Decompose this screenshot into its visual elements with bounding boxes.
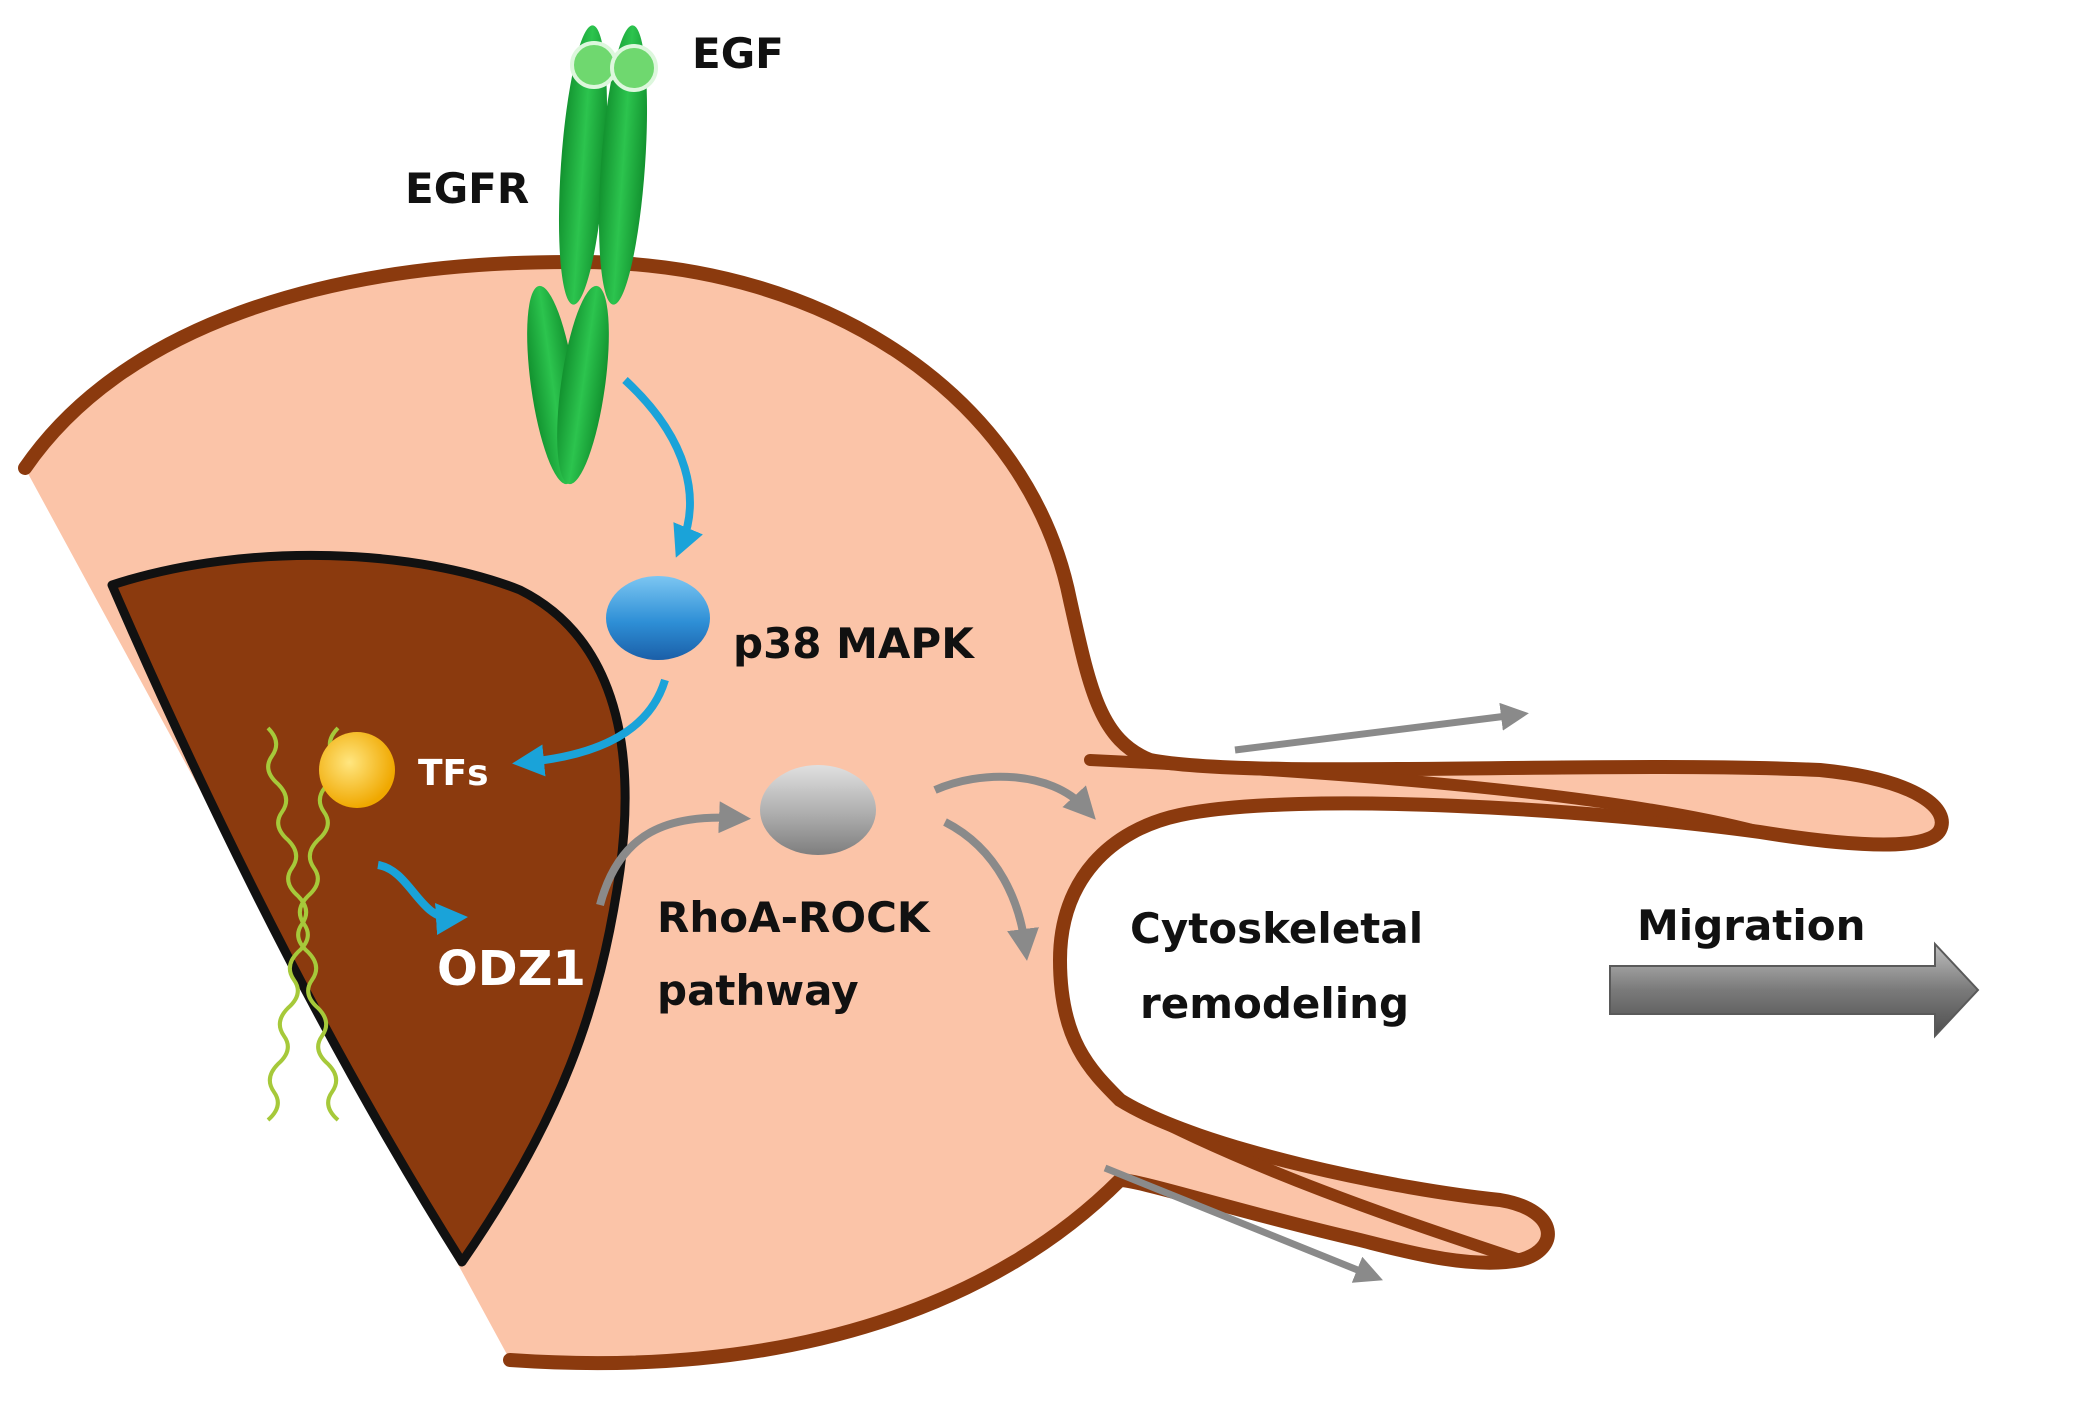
egfr-to-p38-arrow bbox=[622, 377, 703, 558]
migration-label: Migration bbox=[1637, 901, 1866, 950]
rhoa-to-cytoskeleton-arrow bbox=[943, 818, 1039, 961]
rhoa-rock-label-line2: pathway bbox=[657, 966, 859, 1015]
rhoa-rock-label-line1: RhoA-ROCK bbox=[657, 893, 931, 942]
odz1-to-rhoa-arrow bbox=[596, 801, 751, 907]
upper-filopodium-crease bbox=[1084, 754, 1766, 838]
cytoskeletal-label-line2: remodeling bbox=[1140, 979, 1409, 1028]
dna-helix bbox=[266, 726, 340, 1122]
tfs-to-odz1-arrow bbox=[376, 861, 468, 935]
tfs-label: TFs bbox=[418, 753, 489, 794]
migration-arrow bbox=[1609, 941, 1980, 1039]
rhoa-rock-protein bbox=[760, 765, 876, 855]
egf-label: EGF bbox=[692, 29, 784, 78]
upper-filopodium-arrow bbox=[1234, 702, 1529, 754]
p38-mapk-label: p38 MAPK bbox=[733, 619, 975, 668]
p38-to-tfs-arrow bbox=[512, 678, 669, 777]
egf-ligand bbox=[570, 41, 658, 92]
rhoa-to-membrane-arrow bbox=[933, 772, 1096, 820]
odz1-label: ODZ1 bbox=[437, 941, 586, 997]
lower-filopodium-arrow bbox=[1103, 1164, 1383, 1283]
tf-protein bbox=[319, 732, 395, 808]
egfr-label: EGFR bbox=[405, 164, 529, 213]
lower-filopodium-crease bbox=[1114, 1094, 1526, 1266]
cytoskeletal-label-line1: Cytoskeletal bbox=[1130, 904, 1423, 953]
p38-mapk-protein bbox=[606, 576, 710, 660]
egfr-receptor bbox=[527, 25, 648, 485]
